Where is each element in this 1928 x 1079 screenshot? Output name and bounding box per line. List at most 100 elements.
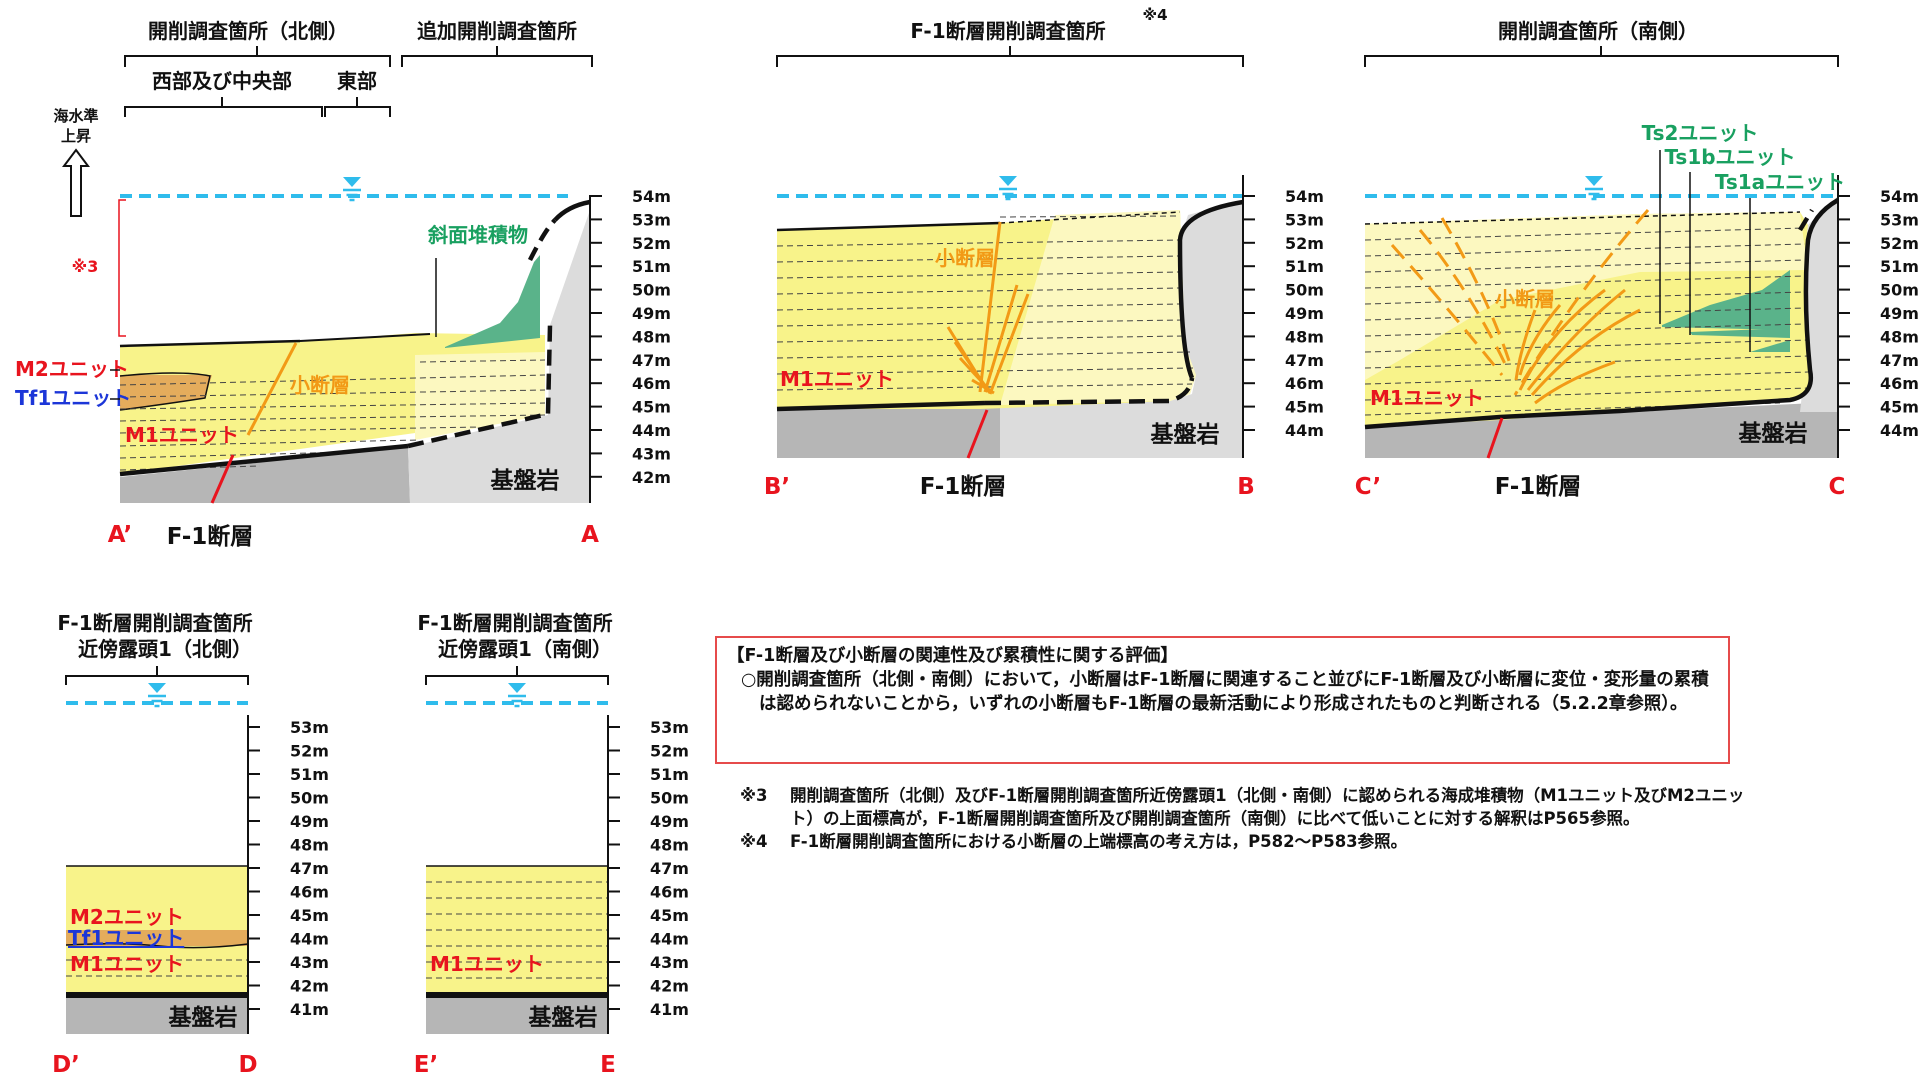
m2-unit-label: M2ユニット [15, 357, 129, 381]
depth-tick-label: 51m [1285, 257, 1324, 276]
header-west-central: 西部及び中央部 [152, 69, 292, 93]
depth-tick-label: 42m [632, 468, 671, 487]
end-label-a-prime: A’ [108, 522, 132, 548]
depth-tick-label: 52m [1285, 234, 1324, 253]
footnote-mark: ※4 [740, 832, 768, 851]
end-label-d: D [238, 1052, 257, 1075]
depth-tick-label: 45m [1880, 398, 1919, 417]
note3-mark: ※3 [72, 257, 99, 276]
end-label-c-prime: C’ [1355, 474, 1381, 500]
depth-tick-label: 53m [1880, 210, 1919, 229]
depth-tick-label: 41m [650, 1000, 689, 1019]
footnotes: ※3 開削調査箇所（北側）及びF-1断層開削調査箇所近傍露頭1（北側・南側）に認… [740, 784, 1750, 853]
minor-fault-label: 小断層 [1495, 287, 1555, 311]
bedrock-label: 基盤岩 [1739, 420, 1808, 447]
end-label-b-prime: B’ [764, 474, 790, 500]
panel-a: 54m53m52m51m50m49m48m47m46m45m44m43m42m … [15, 175, 671, 550]
footnote-text: F-1断層開削調査箇所における小断層の上端標高の考え方は，P582～P583参照… [790, 832, 1408, 851]
depth-tick-label: 46m [1880, 374, 1919, 393]
bedrock-label: 基盤岩 [1151, 421, 1220, 448]
depth-tick-label: 45m [650, 906, 689, 925]
depth-tick-label: 49m [290, 812, 329, 831]
depth-tick-label: 43m [632, 444, 671, 463]
depth-tick-label: 46m [1285, 374, 1324, 393]
depth-tick-label: 47m [650, 859, 689, 878]
panel-d-title-2: 近傍露頭1（北側） [78, 637, 252, 661]
depth-tick-label: 41m [290, 1000, 329, 1019]
depth-tick-label: 46m [290, 883, 329, 902]
depth-tick-label: 45m [290, 906, 329, 925]
depth-tick-label: 46m [650, 883, 689, 902]
depth-tick-label: 48m [632, 327, 671, 346]
depth-tick-label: 50m [632, 281, 671, 300]
evaluation-box: 【F-1断層及び小断層の関連性及び累積性に関する評価】 ○開削調査箇所（北側・南… [715, 636, 1730, 764]
depth-tick-label: 46m [632, 374, 671, 393]
depth-tick-label: 51m [1880, 257, 1919, 276]
m1-unit-label: M1ユニット [70, 952, 184, 976]
depth-tick-label: 48m [650, 836, 689, 855]
depth-tick-label: 52m [632, 234, 671, 253]
depth-tick-label: 43m [290, 953, 329, 972]
depth-tick-label: 51m [632, 257, 671, 276]
footnote-mark: ※3 [740, 786, 768, 805]
depth-tick-label: 44m [632, 421, 671, 440]
depth-tick-label: 52m [1880, 234, 1919, 253]
depth-tick-label: 54m [1285, 187, 1324, 206]
footnote: ※4 F-1断層開削調査箇所における小断層の上端標高の考え方は，P582～P58… [740, 830, 1750, 853]
depth-tick-label: 42m [650, 977, 689, 996]
depth-tick-label: 42m [290, 977, 329, 996]
ts2-unit-label: Ts2ユニット [1642, 121, 1759, 145]
depth-tick-label: 52m [290, 742, 329, 761]
note4-mark: ※4 [1142, 6, 1167, 24]
m1-unit-label: M1ユニット [125, 423, 239, 447]
depth-tick-label: 49m [1880, 304, 1919, 323]
depth-tick-label: 50m [290, 789, 329, 808]
f1-fault-label: F-1断層 [920, 473, 1007, 500]
depth-tick-label: 43m [650, 953, 689, 972]
depth-tick-label: 49m [1285, 304, 1324, 323]
ts1b-unit-label: Ts1bユニット [1664, 145, 1795, 169]
depth-tick-label: 47m [1285, 351, 1324, 370]
bedrock-label: 基盤岩 [529, 1004, 598, 1031]
depth-tick-label: 44m [290, 930, 329, 949]
sea-level-up-arrow-icon [62, 148, 90, 217]
header-south: 開削調査箇所（南側） [1498, 19, 1698, 43]
m1-unit-label: M1ユニット [780, 367, 894, 391]
end-label-e: E [600, 1052, 616, 1075]
m1-unit-label: M1ユニット [430, 952, 544, 976]
depth-tick-label: 44m [650, 930, 689, 949]
depth-tick-label: 54m [632, 187, 671, 206]
ts1a-unit-label: Ts1aユニット [1715, 170, 1845, 194]
end-label-c: C [1829, 474, 1846, 500]
depth-tick-label: 47m [1880, 351, 1919, 370]
header-f1-site: F-1断層開削調査箇所 [910, 19, 1105, 43]
depth-tick-label: 50m [1880, 281, 1919, 300]
panel-e: F-1断層開削調査箇所 近傍露頭1（南側） 53m52m51m50m49m48m… [414, 611, 689, 1078]
depth-tick-label: 48m [1285, 327, 1324, 346]
depth-tick-label: 48m [1880, 327, 1919, 346]
bedrock-label: 基盤岩 [491, 467, 560, 494]
sea-level-label-1: 海水準 [53, 107, 98, 125]
f1-fault-label: F-1断層 [1495, 473, 1582, 500]
panel-d: F-1断層開削調査箇所 近傍露頭1（北側） 53m52m51m50m49m48m… [52, 611, 329, 1078]
f1-fault-label: F-1断層 [167, 523, 254, 550]
header-brackets [124, 46, 1839, 117]
depth-tick-label: 49m [650, 812, 689, 831]
slope-deposit-label: 斜面堆積物 [427, 223, 528, 247]
depth-tick-label: 48m [290, 836, 329, 855]
header-additional: 追加開削調査箇所 [417, 19, 577, 43]
depth-tick-label: 50m [1285, 281, 1324, 300]
depth-tick-label: 53m [290, 718, 329, 737]
depth-tick-label: 50m [650, 789, 689, 808]
depth-tick-label: 49m [632, 304, 671, 323]
end-label-b: B [1237, 474, 1255, 500]
depth-tick-label: 52m [650, 742, 689, 761]
depth-tick-label: 44m [1880, 421, 1919, 440]
